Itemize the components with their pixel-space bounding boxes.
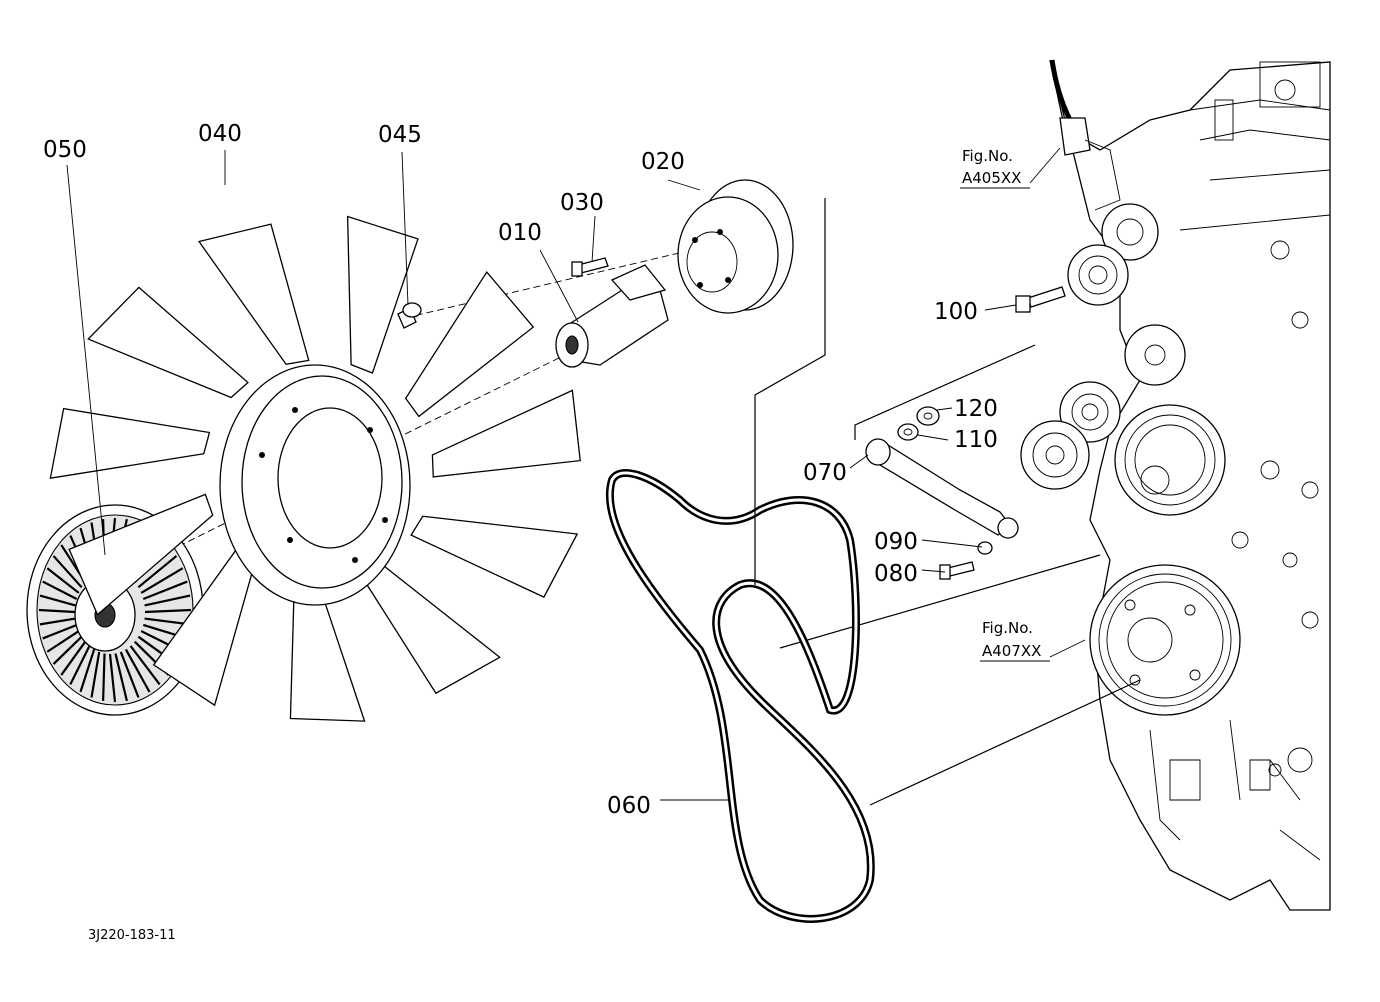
v-ribbed-belt xyxy=(605,468,875,923)
clutch-fin xyxy=(52,555,83,589)
clutch-fin xyxy=(52,635,83,665)
clutch-fin xyxy=(42,580,78,600)
callout-090: 090 xyxy=(874,529,918,555)
clutch-fin xyxy=(102,653,106,701)
spacer-bolt xyxy=(571,257,609,277)
callout-060: 060 xyxy=(607,793,651,819)
clutch-fin xyxy=(108,653,117,703)
clutch-fin xyxy=(79,649,96,693)
callout-020: 020 xyxy=(641,149,685,175)
fan-blade xyxy=(410,515,579,598)
clutch-fin xyxy=(144,617,191,626)
callout-010: 010 xyxy=(498,220,542,246)
fan-blade xyxy=(358,562,501,695)
fan-blade xyxy=(87,286,249,399)
clutch-fin xyxy=(90,651,101,698)
callout-030: 030 xyxy=(560,190,604,216)
fan-blade xyxy=(346,215,419,374)
clutch-fin xyxy=(119,651,140,698)
clutch-fin xyxy=(38,608,76,614)
fan-bolt xyxy=(397,302,422,329)
clutch-fin xyxy=(144,594,191,607)
figref-upper-label: Fig.No. xyxy=(962,147,1013,165)
document-id: 3J220-183-11 xyxy=(88,928,176,943)
callout-110: 110 xyxy=(954,427,998,453)
fan-blade xyxy=(197,223,310,366)
clutch-fin xyxy=(60,641,87,676)
callout-050: 050 xyxy=(43,137,87,163)
clutch-fin xyxy=(39,617,76,626)
clutch-fin xyxy=(142,580,188,601)
clutch-fin xyxy=(42,623,78,640)
clutch-fin xyxy=(140,567,184,594)
callout-070: 070 xyxy=(803,460,847,486)
clutch-fin xyxy=(144,608,192,614)
figure-reference-upper: Fig.No. A405XX xyxy=(960,147,1030,189)
engine-block xyxy=(1020,59,1331,911)
callout-040: 040 xyxy=(198,121,242,147)
clutch-fin xyxy=(69,645,91,685)
clutch-fin xyxy=(137,555,178,589)
belt-tensioner-damper xyxy=(865,438,1019,539)
callout-labels: 050 040 045 020 030 010 100 120 110 070 … xyxy=(43,121,998,819)
callout-100: 100 xyxy=(934,299,978,325)
clutch-fin xyxy=(129,645,161,686)
fan-spacer xyxy=(555,264,669,368)
figref-lower-number: A407XX xyxy=(982,642,1041,660)
leader-lines xyxy=(66,147,1086,801)
clutch-fin xyxy=(114,653,128,702)
callout-045: 045 xyxy=(378,122,422,148)
figref-lower-label: Fig.No. xyxy=(982,619,1033,637)
callout-080: 080 xyxy=(874,561,918,587)
clutch-fin xyxy=(39,594,76,607)
figref-upper-number: A405XX xyxy=(962,169,1021,187)
fan-blade xyxy=(431,389,581,478)
figure-reference-lower: Fig.No. A407XX xyxy=(980,619,1050,662)
clutch-fin xyxy=(46,630,80,653)
callout-120: 120 xyxy=(954,396,998,422)
fan-blade xyxy=(68,493,214,616)
fan-blade xyxy=(404,270,535,418)
cooling-fan xyxy=(49,215,581,722)
fan-blade xyxy=(49,407,211,479)
clutch-fin xyxy=(124,648,151,693)
washers xyxy=(897,406,993,555)
clutch-fin xyxy=(46,567,80,594)
fan-pulley xyxy=(677,179,794,314)
